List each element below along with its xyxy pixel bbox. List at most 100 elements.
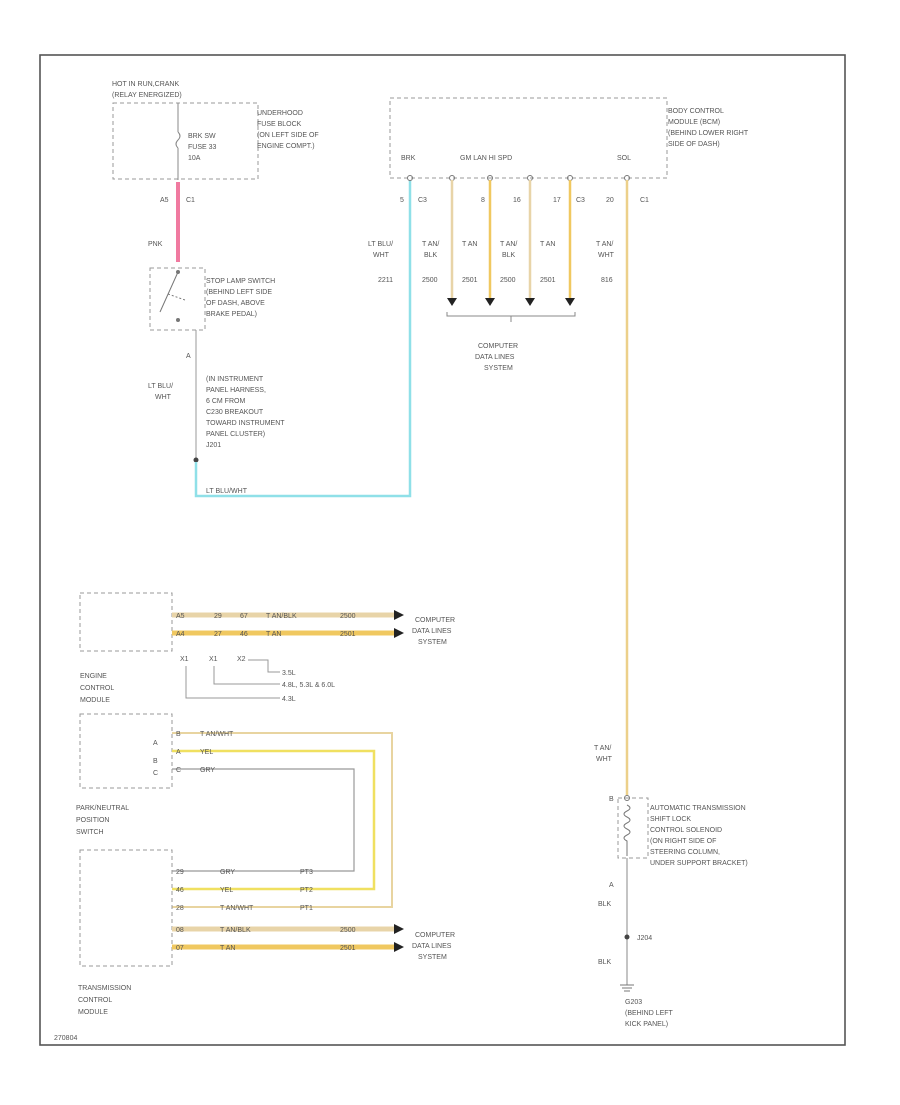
tcm-r5-color: T AN bbox=[220, 945, 235, 952]
bcm-w2c: 2500 bbox=[422, 277, 438, 284]
harness-label-5: TOWARD INSTRUMENT bbox=[206, 420, 285, 427]
stop-lamp-label-1: STOP LAMP SWITCH bbox=[206, 278, 275, 285]
ground-label-2: (BEHIND LEFT bbox=[625, 1010, 674, 1017]
ecm-box bbox=[79, 592, 173, 652]
shift-label-5: STEERING COLUMN, bbox=[650, 849, 720, 856]
pnp-wire-yel bbox=[172, 749, 376, 891]
harness-label-2: PANEL HARNESS, bbox=[206, 387, 266, 394]
bcm-w3a: T AN bbox=[462, 241, 477, 248]
ecm-variant-line-3 bbox=[185, 666, 280, 699]
hot-label-2: (RELAY ENERGIZED) bbox=[112, 92, 182, 99]
shift-blk-1: BLK bbox=[598, 901, 612, 908]
bcm-pin-5: 20 bbox=[606, 197, 614, 204]
pink-wire-label: PNK bbox=[148, 241, 163, 248]
bcm-brk-label: BRK bbox=[401, 155, 416, 162]
switch-actuator bbox=[167, 293, 186, 301]
pin-a5-label: A5 bbox=[160, 197, 169, 204]
fuse-block-box bbox=[112, 102, 259, 180]
ecm-cdl-2: DATA LINES bbox=[412, 628, 452, 635]
fuse-label-2: FUSE 33 bbox=[188, 144, 217, 151]
cdl-brace bbox=[446, 312, 576, 322]
ltblue-wire bbox=[194, 180, 412, 498]
shift-pin-top: B bbox=[609, 796, 614, 803]
bcm-w3c: 2501 bbox=[462, 277, 478, 284]
tcm-cdl-2: DATA LINES bbox=[412, 943, 452, 950]
diagram-code: 270804 bbox=[54, 1035, 77, 1042]
ecm-variant-pin-2: X1 bbox=[209, 656, 218, 663]
pnp-wire-gry bbox=[172, 768, 355, 872]
tcm-r2-color: YEL bbox=[220, 887, 233, 894]
bcm-pin-2: 8 bbox=[481, 197, 485, 204]
tcm-label-1: TRANSMISSION bbox=[78, 985, 131, 992]
ltblue-wire-label: LT BLU/WHT bbox=[206, 488, 248, 495]
bcm-box bbox=[389, 97, 668, 179]
tcm-cdl-1: COMPUTER bbox=[415, 932, 455, 939]
shift-pin-bottom: A bbox=[609, 882, 614, 889]
bcm-w6a: T AN/ bbox=[596, 241, 613, 248]
harness-label-6: PANEL CLUSTER) bbox=[206, 431, 265, 438]
ecm-label-2: CONTROL bbox=[80, 685, 114, 692]
ecm-variant-3: 4.3L bbox=[282, 696, 296, 703]
bcm-conn-1: C3 bbox=[418, 197, 427, 204]
bcm-label-2: MODULE (BCM) bbox=[668, 119, 720, 126]
solenoid-term-top bbox=[624, 795, 630, 801]
stop-lamp-box bbox=[149, 267, 206, 331]
tcm-r1-color: GRY bbox=[220, 869, 235, 876]
stop-lamp-pin-a: A bbox=[186, 353, 191, 360]
stop-lamp-wire-1: LT BLU/ bbox=[148, 383, 173, 390]
tcm-r3-pin: 28 bbox=[176, 905, 184, 912]
pnp-r1-color: T AN/WHT bbox=[200, 731, 234, 738]
tcm-r5-circ: 2501 bbox=[340, 945, 356, 952]
ground-label-1: G203 bbox=[625, 999, 642, 1006]
pnp-r2-color: YEL bbox=[200, 749, 213, 756]
ecm-arrow-1 bbox=[394, 610, 404, 620]
pnp-side-a: A bbox=[153, 740, 158, 747]
shift-label-2: SHIFT LOCK bbox=[650, 816, 691, 823]
fuse-block-label-3: (ON LEFT SIDE OF bbox=[257, 132, 319, 139]
ecm-variant-2: 4.8L, 5.3L & 6.0L bbox=[282, 682, 335, 689]
ecm-row2-circ: 2501 bbox=[340, 631, 356, 638]
bcm-cdl-2: DATA LINES bbox=[475, 354, 515, 361]
tcm-r2-pin: 46 bbox=[176, 887, 184, 894]
bcm-pin-4: 17 bbox=[553, 197, 561, 204]
tcm-cdl-3: SYSTEM bbox=[418, 954, 447, 961]
ecm-label-3: MODULE bbox=[80, 697, 110, 704]
fuse-block-label-2: FUSE BLOCK bbox=[257, 121, 302, 128]
tcm-arrow-2 bbox=[394, 942, 404, 952]
splice-j201 bbox=[193, 457, 199, 463]
ecm-row1-color: T AN/BLK bbox=[266, 613, 297, 620]
ecm-variant-pin-3: X2 bbox=[237, 656, 246, 663]
fuse-block-label-4: ENGINE COMPT.) bbox=[257, 143, 315, 150]
pnp-side-c: C bbox=[153, 770, 158, 777]
fuse-symbol bbox=[175, 131, 181, 149]
bcm-label-3: (BEHIND LOWER RIGHT bbox=[668, 130, 749, 137]
tcm-r2-code: PT2 bbox=[300, 887, 313, 894]
bcm-sol-label: SOL bbox=[617, 155, 631, 162]
tcm-r1-code: PT3 bbox=[300, 869, 313, 876]
bcm-cdl-3: SYSTEM bbox=[484, 365, 513, 372]
hot-label-1: HOT IN RUN,CRANK bbox=[112, 81, 179, 88]
tcm-r4-pin: 08 bbox=[176, 927, 184, 934]
ecm-variant-pin-1: X1 bbox=[180, 656, 189, 663]
harness-label-7: J201 bbox=[206, 442, 221, 449]
bcm-conn-4: C3 bbox=[576, 197, 585, 204]
switch-lever bbox=[159, 271, 179, 313]
tcm-box bbox=[79, 849, 173, 967]
bcm-arrow-3 bbox=[525, 298, 535, 306]
harness-label-3: 6 CM FROM bbox=[206, 398, 245, 405]
shift-wire-2: WHT bbox=[596, 756, 613, 763]
ecm-row1-b: 67 bbox=[240, 613, 248, 620]
ecm-row2-b: 46 bbox=[240, 631, 248, 638]
bcm-w2b: BLK bbox=[424, 252, 438, 259]
shift-label-6: UNDER SUPPORT BRACKET) bbox=[650, 860, 748, 867]
pnp-label-1: PARK/NEUTRAL bbox=[76, 805, 129, 812]
ground-label-3: KICK PANEL) bbox=[625, 1021, 668, 1028]
diagram-frame bbox=[39, 54, 846, 1046]
bcm-w6b: WHT bbox=[598, 252, 615, 259]
pnp-box bbox=[79, 713, 173, 789]
pnp-r1-pin: B bbox=[176, 731, 181, 738]
ecm-row2-color: T AN bbox=[266, 631, 281, 638]
bcm-arrow-1 bbox=[447, 298, 457, 306]
